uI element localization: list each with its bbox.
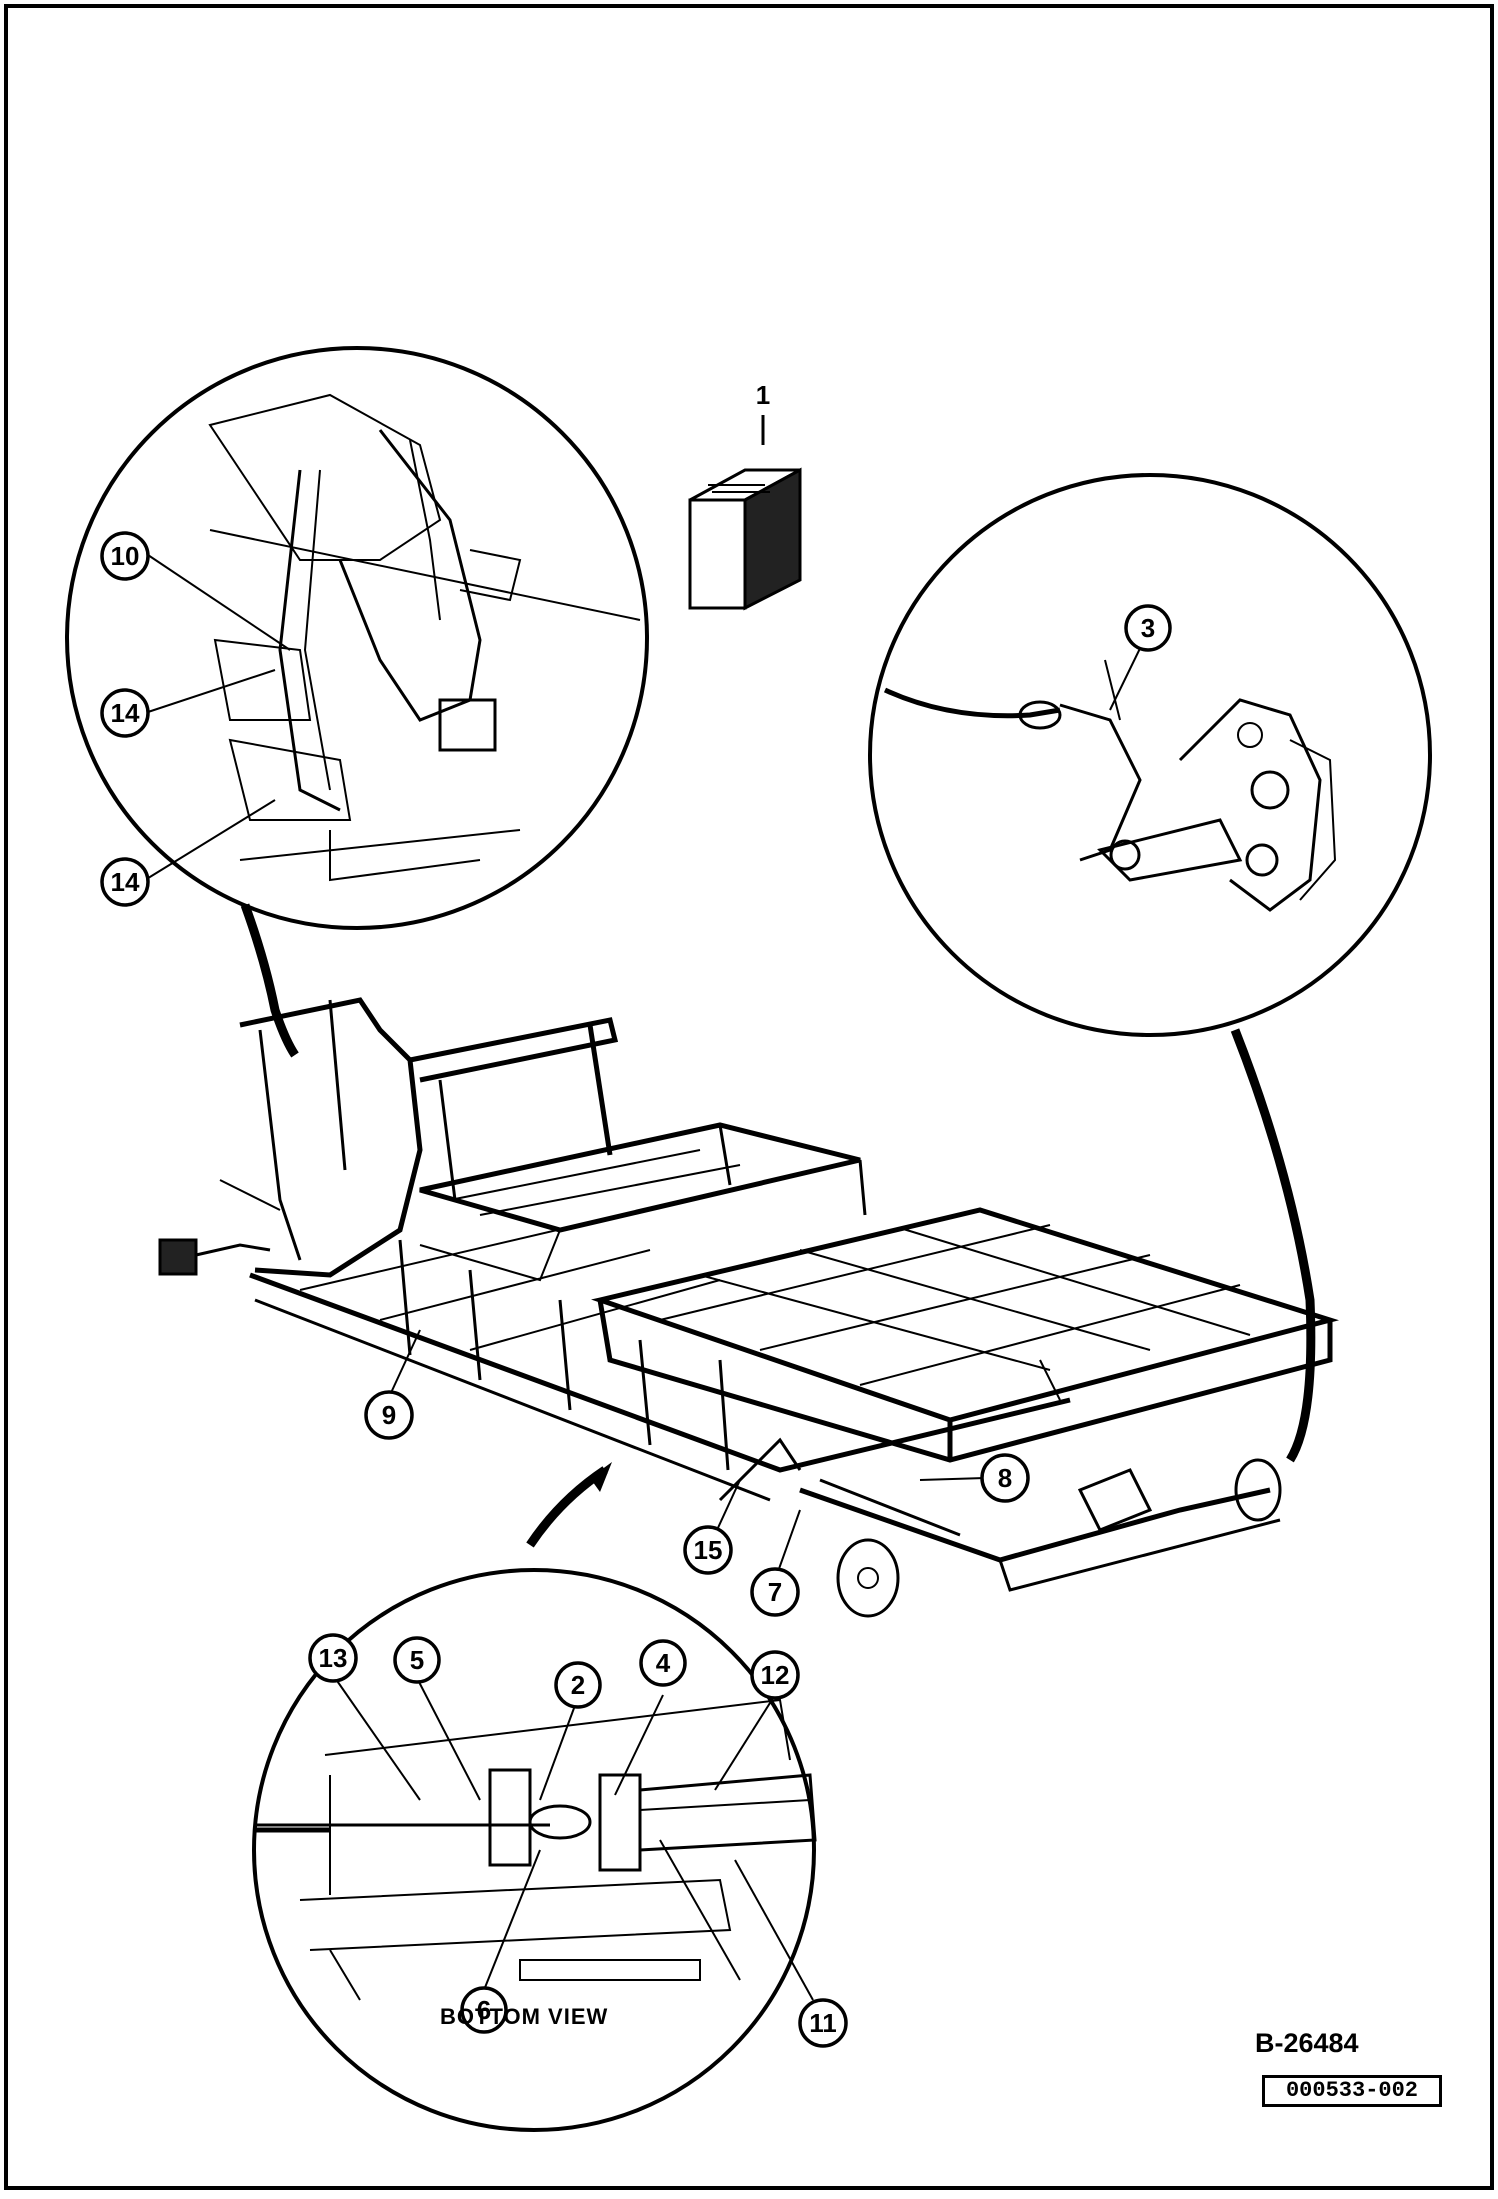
figure-id: B-26484 [1255, 2028, 1359, 2058]
callout-1: 1 [756, 380, 770, 410]
callout-8: 8 [998, 1463, 1012, 1493]
callout-14-lower: 14 [111, 867, 140, 897]
callout-14-upper: 14 [111, 698, 140, 728]
part-kit-box [688, 415, 802, 611]
part-code-box: 000533-002 [1262, 2075, 1442, 2107]
callout-13: 13 [319, 1643, 348, 1673]
callout-balloons [100, 531, 1172, 2048]
callout-15: 15 [694, 1535, 723, 1565]
detail-circle-top-right [868, 473, 1432, 1463]
callout-11: 11 [809, 2008, 837, 2038]
callout-2: 2 [571, 1670, 585, 1700]
callout-12: 12 [761, 1660, 790, 1690]
callout-10: 10 [111, 541, 140, 571]
detail-circle-top-left [65, 346, 649, 1058]
detail-circle-bottom-view [252, 1568, 817, 2132]
leader-lines [332, 631, 1149, 2001]
callout-3: 3 [1141, 613, 1155, 643]
callout-9: 9 [382, 1400, 396, 1430]
bottom-view-label: BOTTOM VIEW [440, 2004, 609, 2029]
vehicle-frame [158, 997, 1340, 1618]
callout-4: 4 [656, 1648, 671, 1678]
callout-6: 6 [477, 1995, 491, 2025]
callout-5: 5 [410, 1645, 424, 1675]
callout-7: 7 [768, 1577, 782, 1607]
page-border [4, 4, 1494, 2190]
